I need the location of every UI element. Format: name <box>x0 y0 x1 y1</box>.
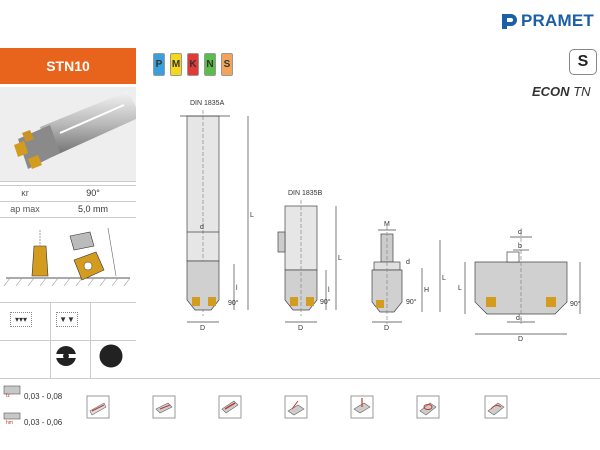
pramet-logo-icon <box>502 14 517 29</box>
slot-milling-icon <box>218 395 242 419</box>
helical-interpolation-icon <box>416 395 440 419</box>
plunge-milling-icon <box>350 395 374 419</box>
dim-L-label: L <box>250 212 254 219</box>
feed-value: 0,03 - 0,06 <box>24 418 63 427</box>
param-value: 90° <box>86 188 100 198</box>
parameters-table: κr 90° ap max 5,0 mm <box>0 185 136 218</box>
param-symbol: κr <box>21 188 29 198</box>
dim-l-label: l <box>236 285 238 292</box>
material-badge-s: S <box>221 53 233 76</box>
material-badge-m: M <box>170 53 182 76</box>
angle-label: 90° <box>320 298 331 306</box>
angle-label: 90° <box>228 299 239 307</box>
product-title: STN10 <box>0 48 136 84</box>
dim-b-label: b <box>518 243 522 250</box>
dim-H-label: H <box>424 287 429 294</box>
end-mill-photo-icon <box>14 91 136 169</box>
svg-text:fz: fz <box>6 393 10 398</box>
param-row: ap max 5,0 mm <box>0 202 136 218</box>
svg-text:hm: hm <box>6 420 13 425</box>
dim-M-label: M <box>384 221 390 228</box>
dim-d-label: d <box>200 224 204 231</box>
dim-D-label: D <box>298 325 303 332</box>
din-label-a: DIN 1835A <box>190 100 225 107</box>
feed-value: 0,03 - 0,08 <box>24 392 63 401</box>
dim-D-label: D <box>518 336 523 342</box>
grid-divider <box>0 340 136 341</box>
material-badge-k: K <box>187 53 199 76</box>
tooth-pitch-coarse-icon: ▾▾▾ <box>10 312 32 327</box>
series-label: ECON TN <box>532 84 591 99</box>
dim-d-label: d <box>406 259 410 266</box>
din-label-b: DIN 1835B <box>288 190 323 197</box>
series-prefix: ECON <box>532 84 570 99</box>
dim-d-label: d <box>518 229 522 236</box>
dim-D-label: D <box>200 325 205 332</box>
brand-name: PRAMET <box>521 11 594 30</box>
technical-drawings: DIN 1835A d L l D 90° DIN 1835B L l D 90… <box>180 100 581 342</box>
chip-thickness-icon: hm <box>3 412 21 425</box>
dim-L-label: L <box>442 275 446 282</box>
angle-label: 90° <box>406 298 417 306</box>
contour-milling-icon <box>484 395 508 419</box>
param-value: 5,0 mm <box>77 204 108 214</box>
series-suffix: TN <box>573 84 591 99</box>
dim-l-label: l <box>328 287 330 294</box>
grid-divider <box>0 378 600 379</box>
material-badge-p: P <box>153 53 165 76</box>
param-row: κr 90° <box>0 186 136 202</box>
dim-L-label: L <box>458 285 462 292</box>
group-code-badge: S <box>569 49 597 75</box>
param-symbol: ap max <box>10 204 40 214</box>
shoulder-milling-icon <box>152 395 176 419</box>
dim-d1-label: d₁ <box>516 315 523 322</box>
cutting-geometry-diagram <box>3 227 131 287</box>
tooth-pitch-fine-icon: ▼▼ <box>56 312 78 327</box>
angle-label: 90° <box>570 300 581 308</box>
product-photo <box>0 87 136 182</box>
ramping-icon <box>284 395 308 419</box>
material-badge-n: N <box>204 53 216 76</box>
feed-per-tooth-icon: fz <box>3 385 21 398</box>
coolant-internal-icon <box>56 346 76 366</box>
dim-L-label: L <box>338 255 342 262</box>
solid-body-icon <box>99 344 123 368</box>
brand-logo: PRAMET <box>500 8 598 34</box>
face-milling-icon <box>86 395 110 419</box>
grid-divider <box>0 302 136 303</box>
dim-D-label: D <box>384 325 389 332</box>
